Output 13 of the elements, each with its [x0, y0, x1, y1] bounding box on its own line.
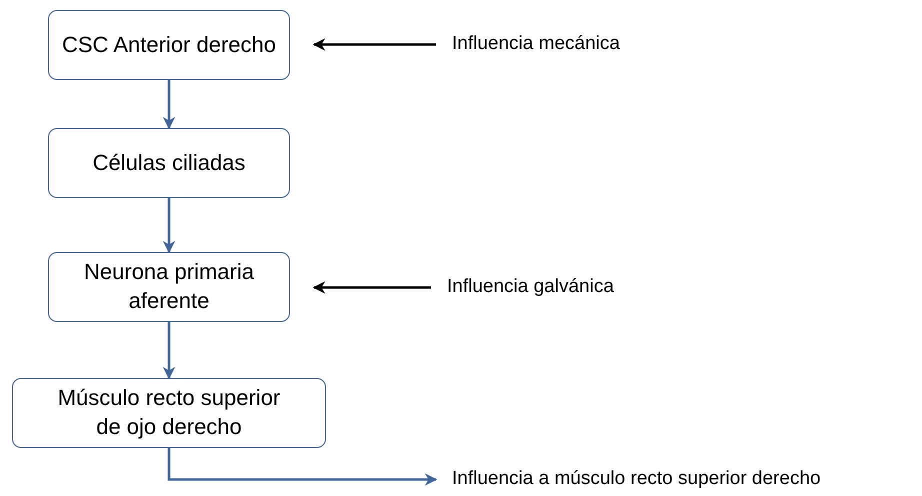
- arrow: [162, 198, 176, 254]
- process-box: Células ciliadas: [48, 128, 290, 198]
- arrow: [312, 281, 431, 294]
- influence-label: Influencia galvánica: [447, 276, 614, 299]
- influence-label: Influencia mecánica: [452, 33, 620, 56]
- arrow: [312, 38, 436, 51]
- arrow: [162, 80, 176, 130]
- process-box: CSC Anterior derecho: [48, 10, 290, 80]
- process-box: Neurona primaria aferente: [48, 252, 290, 322]
- arrow: [162, 322, 176, 380]
- process-box: Músculo recto superior de ojo derecho: [12, 378, 326, 448]
- arrow: [168, 448, 438, 486]
- influence-label: Influencia a músculo recto superior derecho: [452, 468, 821, 491]
